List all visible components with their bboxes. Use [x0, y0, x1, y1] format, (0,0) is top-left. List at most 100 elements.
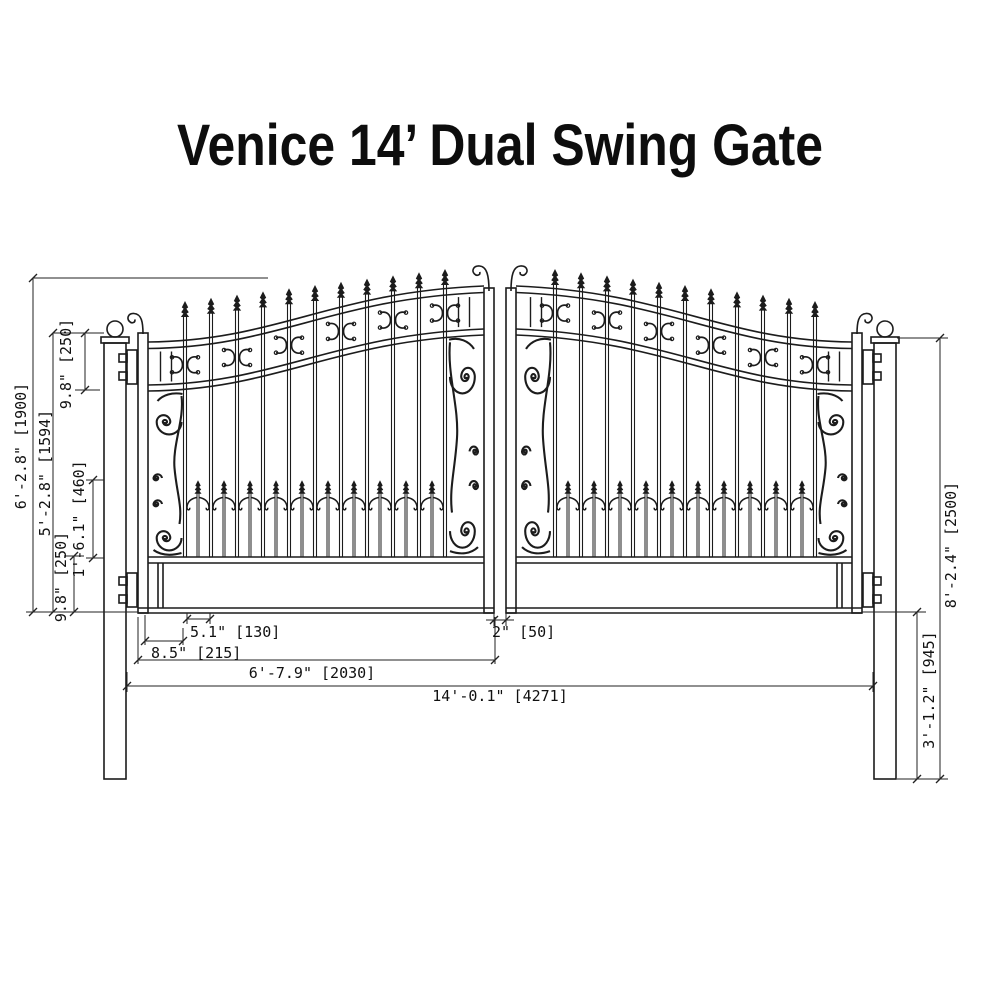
band-c-scroll-tip: [195, 354, 201, 360]
dimension-tick: [140, 636, 150, 646]
dimension-tick: [182, 614, 192, 624]
picket-spear-icon: [439, 268, 451, 286]
picket-arm-scroll-icon: [290, 496, 301, 511]
picket-arm-scroll-icon: [420, 496, 431, 511]
dim-label-post-below-gate: 3'-1.2" [945]: [920, 631, 938, 748]
picket: [208, 312, 214, 558]
picket-arm-scroll-icon: [264, 496, 275, 511]
short-picket-spear-icon: [219, 479, 229, 495]
short-picket-spear-icon: [297, 479, 307, 495]
band-c-scroll-tip: [325, 336, 331, 342]
leaf-center-stile: [483, 287, 495, 614]
gate-left-half: [100, 265, 495, 780]
picket: [416, 286, 422, 558]
dim-label-leaf-width: 6'-7.9" [2030]: [249, 664, 375, 682]
short-picket: [274, 492, 278, 558]
short-picket: [352, 492, 356, 558]
dimension-tick: [48, 607, 58, 617]
dimension-tick: [912, 774, 922, 784]
dim-label-edge-offset: 8.5" [215]: [151, 644, 241, 662]
short-picket: [248, 492, 252, 558]
band-c-scroll-icon: [431, 304, 444, 322]
picket-arm-scroll-icon: [407, 496, 418, 511]
band-c-scroll-tip: [429, 318, 435, 323]
dimension-tick: [912, 607, 922, 617]
short-picket: [430, 492, 434, 558]
short-picket: [326, 492, 330, 558]
band-c-scroll-tip: [351, 336, 357, 342]
dimension-tick: [69, 551, 79, 561]
picket-spear-icon: [180, 300, 190, 318]
picket-arm-scroll-icon: [199, 496, 210, 511]
band-c-scroll-icon: [238, 348, 251, 367]
short-picket-spear-icon: [271, 479, 281, 495]
picket-arm-scroll-icon: [342, 496, 353, 511]
picket: [442, 283, 448, 558]
band-c-scroll-icon: [223, 348, 236, 367]
band-c-scroll-tip: [221, 347, 227, 353]
dim-label-overall-height: 6'-2.8" [1900]: [12, 383, 30, 509]
band-c-scroll-icon: [342, 322, 355, 341]
picket-arm-scroll-icon: [316, 496, 327, 511]
picket-spear-icon: [309, 284, 321, 302]
short-picket: [404, 492, 408, 558]
dim-label-center-gap: 2" [50]: [492, 623, 555, 641]
picket-spear-icon: [283, 287, 295, 306]
picket-spear-icon: [206, 296, 216, 315]
picket-spear-icon: [335, 280, 347, 299]
band-c-scroll-tip: [377, 325, 383, 330]
dimension-tick: [28, 273, 38, 283]
picket-arm-scroll-icon: [238, 496, 249, 511]
dim-label-overall-width: 14'-0.1" [4271]: [432, 687, 567, 705]
band-c-scroll-tip: [403, 325, 409, 330]
dimension-tick: [80, 328, 90, 338]
band-c-scroll-tip: [195, 369, 201, 375]
picket-spear-icon: [361, 277, 373, 296]
picket-spear-icon: [257, 290, 269, 309]
top-rail-lower: [147, 291, 485, 350]
short-picket: [378, 492, 382, 558]
picket-arm-scroll-icon: [251, 496, 262, 511]
picket-arm-scroll-icon: [381, 496, 392, 511]
picket-arm-scroll-icon: [355, 496, 366, 511]
dim-label-top-band: 9.8" [250]: [57, 319, 75, 409]
band-c-scroll-tip: [273, 350, 279, 356]
band-rail-upper: [147, 328, 485, 386]
picket: [312, 299, 318, 558]
hinge-top: [118, 349, 138, 385]
band-rail-lower: [147, 334, 485, 392]
picket: [338, 296, 344, 558]
dimension-tick: [489, 615, 499, 625]
picket-arm-scroll-icon: [394, 496, 405, 511]
short-picket-spear-icon: [401, 479, 411, 495]
short-picket-spear-icon: [427, 479, 437, 495]
picket: [364, 293, 370, 558]
picket-spear-icon: [413, 271, 425, 290]
dimension-tick: [490, 655, 500, 665]
band-c-scroll-icon: [379, 311, 392, 329]
dimension-tick: [935, 333, 945, 343]
dimension-tick: [205, 614, 215, 624]
band-c-scroll-icon: [186, 356, 199, 374]
band-c-scroll-icon: [394, 311, 407, 329]
picket: [390, 289, 396, 558]
s-scroll-center-side: [447, 337, 480, 555]
picket-arm-scroll-icon: [329, 496, 340, 511]
band-c-scroll-tip: [377, 310, 383, 315]
dimension-tick: [133, 655, 143, 665]
picket: [234, 309, 240, 558]
short-picket-spear-icon: [375, 479, 385, 495]
band-c-scroll-tip: [429, 303, 435, 308]
short-picket: [196, 492, 200, 558]
dimension-lines: [26, 273, 948, 784]
picket-arm-scroll-icon: [225, 496, 236, 511]
dim-label-picket-spacing: 5.1" [130]: [190, 623, 280, 641]
band-c-scroll-tip: [247, 347, 253, 353]
dimension-tick: [501, 615, 511, 625]
dimension-tick: [48, 328, 58, 338]
band-c-scroll-tip: [351, 321, 357, 327]
band-c-scroll-tip: [273, 335, 279, 341]
post-ball-finial: [106, 320, 124, 338]
